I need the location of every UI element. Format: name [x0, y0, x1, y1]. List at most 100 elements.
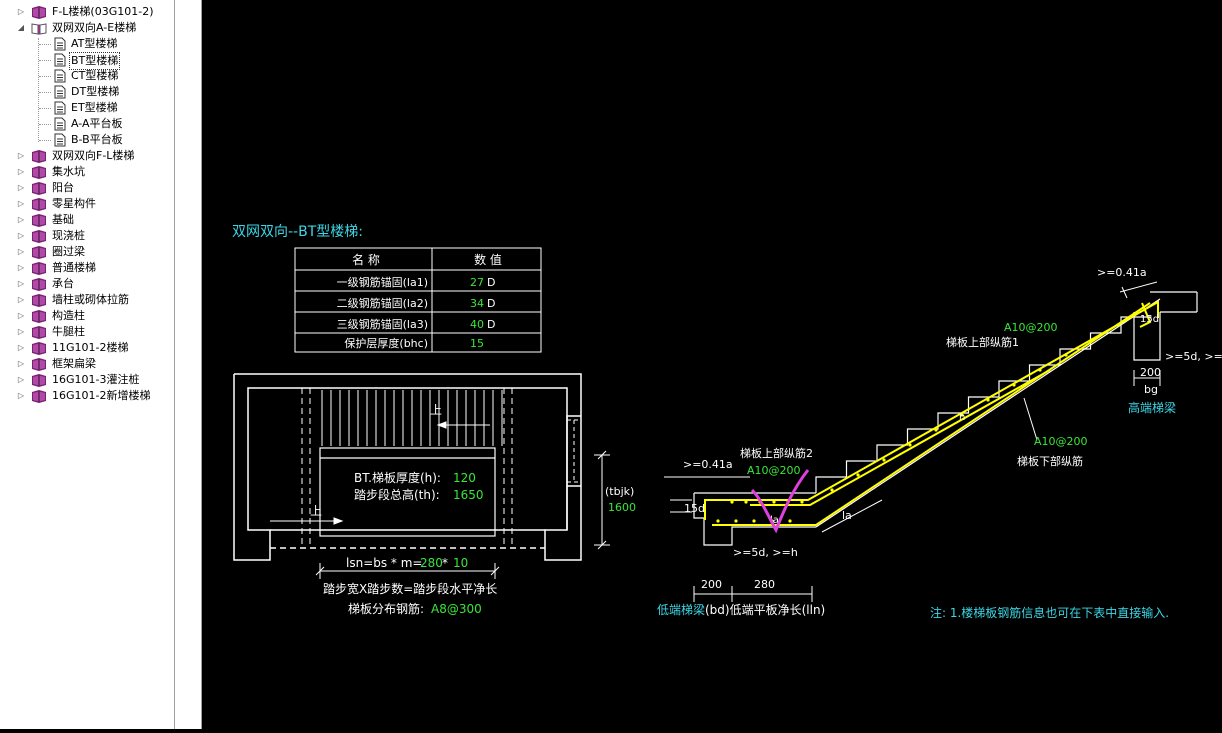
- expand-arrow-icon[interactable]: ▷: [17, 327, 25, 336]
- tree-item[interactable]: ▷ 集水坑: [0, 164, 174, 180]
- expand-arrow-icon[interactable]: ▷: [17, 375, 25, 384]
- expand-arrow-icon[interactable]: ▷: [17, 7, 25, 16]
- note-text: 注: 1.楼梯板钢筋信息也可在下表中直接输入.: [930, 605, 1169, 620]
- up-arrow-bottom: [270, 517, 344, 525]
- tree-item[interactable]: AT型楼梯: [0, 36, 174, 52]
- tree-item[interactable]: ▷双网双向F-L楼梯: [0, 148, 174, 164]
- expand-arrow-icon[interactable]: ▷: [17, 167, 25, 176]
- expand-arrow-icon[interactable]: ▷: [17, 183, 25, 192]
- expand-arrow-icon[interactable]: ▷: [17, 199, 25, 208]
- tree-item[interactable]: CT型楼梯: [0, 68, 174, 84]
- lln-value[interactable]: 280: [754, 578, 775, 591]
- expand-arrow-icon[interactable]: ▷: [17, 295, 25, 304]
- table-row-value[interactable]: 40: [470, 318, 484, 331]
- tree-item[interactable]: A-A平台板: [0, 116, 174, 132]
- thickness-value[interactable]: 120: [453, 471, 476, 485]
- lsn-bs-value[interactable]: 280: [420, 556, 443, 570]
- upper-rebar-value[interactable]: A10@200: [1004, 321, 1058, 334]
- tree-item[interactable]: ▷圈过梁: [0, 244, 174, 260]
- tree-item[interactable]: ▷墙柱或砌体拉筋: [0, 292, 174, 308]
- tree-guide-line: [39, 140, 51, 141]
- tree-item-label: 基础: [52, 213, 74, 226]
- rebar-dot: [772, 500, 776, 504]
- tree-item[interactable]: ◢ 双网双向A-E楼梯: [0, 20, 174, 36]
- rebar-dot: [730, 500, 734, 504]
- table-row-value[interactable]: 34: [470, 297, 484, 310]
- tree-item-label: 构造柱: [52, 309, 85, 322]
- lower-rebar-value[interactable]: A10@200: [1034, 435, 1088, 448]
- lsn-m-value[interactable]: 10: [453, 556, 468, 570]
- tree-item[interactable]: ET型楼梯: [0, 100, 174, 116]
- expand-arrow-icon[interactable]: ▷: [17, 343, 25, 352]
- closed-book-icon: [31, 373, 47, 392]
- collapse-arrow-icon[interactable]: ◢: [17, 23, 25, 32]
- tree-item-label: 框架扁梁: [52, 357, 96, 370]
- rebar-dot: [788, 519, 792, 523]
- tree-item-label: BT型楼梯: [69, 52, 121, 70]
- closed-book-icon: [31, 181, 47, 200]
- tree-item[interactable]: BT型楼梯: [0, 52, 174, 70]
- tree-item[interactable]: ▷ 框架扁梁: [0, 356, 174, 372]
- tree-item[interactable]: ▷F-L楼梯(03G101-2): [0, 4, 174, 20]
- table-row-unit: D: [487, 276, 495, 289]
- tbjk-value[interactable]: 1600: [608, 501, 636, 514]
- tree-item[interactable]: ▷牛腿柱: [0, 324, 174, 340]
- expand-arrow-icon[interactable]: ▷: [17, 359, 25, 368]
- tree-item-label: ET型楼梯: [71, 101, 118, 114]
- height-value[interactable]: 1650: [453, 488, 484, 502]
- tree-scrollbar[interactable]: [174, 0, 202, 729]
- bg-dimension: [1133, 370, 1161, 386]
- tree-item[interactable]: B-B平台板: [0, 132, 174, 148]
- table-row-value[interactable]: 27: [470, 276, 484, 289]
- tree-item-label: 现浇桩: [52, 229, 85, 242]
- expand-arrow-icon[interactable]: ▷: [17, 215, 25, 224]
- upper-rebar-2-value[interactable]: A10@200: [747, 464, 801, 477]
- expand-arrow-icon[interactable]: ▷: [17, 391, 25, 400]
- closed-book-icon: [31, 261, 47, 280]
- bg-value[interactable]: 200: [1140, 366, 1161, 379]
- expand-arrow-icon[interactable]: ▷: [17, 247, 25, 256]
- lsn-prefix: lsn=bs * m=: [346, 556, 423, 570]
- tree-item-label: 双网双向A-E楼梯: [52, 21, 137, 34]
- tree-item[interactable]: ▷ 基础: [0, 212, 174, 228]
- expand-arrow-icon[interactable]: ▷: [17, 279, 25, 288]
- table-header-value: 数 值: [474, 252, 502, 267]
- expand-arrow-icon[interactable]: ▷: [17, 263, 25, 272]
- table-row-unit: D: [487, 297, 495, 310]
- distribution-rebar-value[interactable]: A8@300: [431, 602, 482, 616]
- tree-item[interactable]: ▷零星构件: [0, 196, 174, 212]
- bottom-5d-label: >=5d, >=h: [733, 546, 798, 559]
- tree-item[interactable]: ▷普通楼梯: [0, 260, 174, 276]
- closed-book-icon: [31, 213, 47, 232]
- expand-arrow-icon[interactable]: ▷: [17, 311, 25, 320]
- cad-drawing: 双网双向--BT型楼梯: 名 称 数 值 一级钢筋锚固(la1) 27 D 二级…: [232, 224, 1222, 620]
- tree-item[interactable]: ▷ 构造柱: [0, 308, 174, 324]
- tree-item[interactable]: ▷11G101-2楼梯: [0, 340, 174, 356]
- expand-arrow-icon[interactable]: ▷: [17, 231, 25, 240]
- tree-item[interactable]: ▷ 16G101-3灌注桩: [0, 372, 174, 388]
- bg-label: bg: [1144, 383, 1158, 396]
- lower-rebar-leader: [1023, 397, 1038, 441]
- table-row-name: 保护层厚度(bhc): [344, 336, 428, 350]
- tree-item[interactable]: ▷ 现浇桩: [0, 228, 174, 244]
- table-row-value[interactable]: 15: [470, 337, 484, 350]
- drawing-title: 双网双向--BT型楼梯:: [232, 224, 363, 240]
- closed-book-icon: [31, 357, 47, 376]
- tree-item[interactable]: DT型楼梯: [0, 84, 174, 100]
- tree-guide-line: [39, 44, 51, 45]
- rebar-dot: [934, 428, 938, 432]
- tree-item[interactable]: ▷承台: [0, 276, 174, 292]
- tree-item-label: 16G101-3灌注桩: [52, 373, 140, 386]
- tree-guide-line: [38, 38, 39, 142]
- closed-book-icon: [31, 165, 47, 184]
- tree-item[interactable]: ▷16G101-2新增楼梯: [0, 388, 174, 404]
- tree-item-label: 集水坑: [52, 165, 85, 178]
- drawing-canvas[interactable]: 双网双向--BT型楼梯: 名 称 数 值 一级钢筋锚固(la1) 27 D 二级…: [202, 0, 1222, 729]
- high-end-beam-label: 高端梯梁: [1128, 400, 1176, 415]
- expand-arrow-icon[interactable]: ▷: [17, 151, 25, 160]
- bd-value[interactable]: 200: [701, 578, 722, 591]
- thickness-label: BT.梯板厚度(h):: [354, 470, 441, 485]
- tree-item[interactable]: ▷阳台: [0, 180, 174, 196]
- rebar-dot: [830, 488, 834, 492]
